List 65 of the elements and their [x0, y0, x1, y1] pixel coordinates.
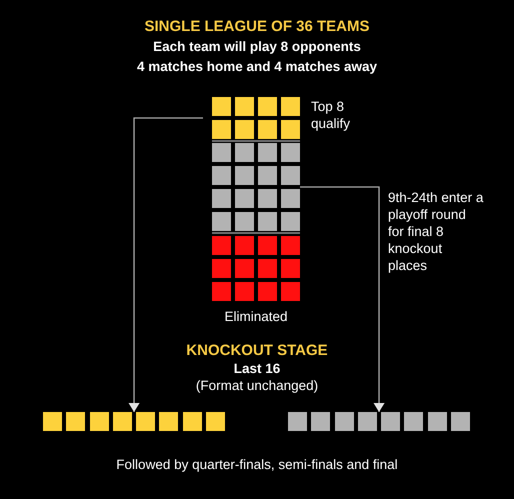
- arrow: [128, 117, 203, 412]
- edge-label: 9th-24th enter a playoff round for final 8 knockout places: [388, 189, 484, 274]
- team-square: [212, 282, 231, 301]
- team-square: [235, 236, 254, 255]
- subtitle: Each team will play 8 opponents: [153, 38, 361, 56]
- team-square: [235, 212, 254, 231]
- team-square: [428, 412, 447, 431]
- team-square: [281, 97, 300, 116]
- team-square: [206, 412, 226, 431]
- team-square: [212, 189, 231, 208]
- team-square: [235, 166, 254, 185]
- team-square: [43, 412, 62, 431]
- team-square: [66, 412, 86, 431]
- team-square: [112, 412, 132, 431]
- team-square: [281, 143, 300, 162]
- team-square: [258, 282, 277, 301]
- team-square: [235, 120, 254, 139]
- team-square: [212, 143, 231, 162]
- team-square: [281, 166, 300, 185]
- annotation-text: Top 8 qualify: [311, 98, 352, 132]
- ruled-band: [212, 140, 300, 234]
- team-square: [404, 412, 424, 431]
- team-square: [281, 189, 300, 208]
- team-square: [281, 212, 300, 231]
- team-square: [258, 212, 277, 231]
- team-square: [235, 259, 254, 278]
- team-square: [235, 143, 254, 162]
- team-square: [212, 166, 231, 185]
- section-heading: KNOCKOUT STAGE: [186, 342, 328, 360]
- team-square: [451, 412, 470, 431]
- team-square: [288, 412, 307, 431]
- team-square: [212, 236, 231, 255]
- team-square: [258, 166, 277, 185]
- team-square: [334, 412, 354, 431]
- team-square: [235, 282, 254, 301]
- subtitle: 4 matches home and 4 matches away: [136, 58, 378, 76]
- team-square: [258, 120, 277, 139]
- team-square: [281, 282, 300, 301]
- section-subheading: Last 16: [234, 360, 280, 378]
- arrow: [300, 186, 385, 412]
- team-square: [281, 120, 300, 139]
- team-square: [258, 97, 277, 116]
- title: SINGLE LEAGUE OF 36 TEAMS: [144, 17, 370, 37]
- team-square: [258, 259, 277, 278]
- team-square: [212, 120, 231, 139]
- team-square: [212, 212, 231, 231]
- group-label: Eliminated: [224, 308, 288, 325]
- team-square: [358, 412, 377, 431]
- team-square: [182, 412, 202, 431]
- note-text: (Format unchanged): [196, 377, 318, 395]
- team-square: [159, 412, 178, 431]
- team-square: [90, 412, 109, 431]
- team-square: [281, 236, 300, 255]
- team-square: [281, 259, 300, 278]
- team-square: [311, 412, 330, 431]
- team-square: [381, 412, 400, 431]
- team-square: [258, 143, 277, 162]
- team-square: [212, 259, 231, 278]
- team-square: [212, 97, 231, 116]
- team-square: [136, 412, 156, 431]
- team-square: [258, 236, 277, 255]
- team-square: [235, 97, 254, 116]
- team-square: [235, 189, 254, 208]
- team-square: [258, 189, 277, 208]
- caption: Followed by quarter-finals, semi-finals and final: [116, 456, 398, 474]
